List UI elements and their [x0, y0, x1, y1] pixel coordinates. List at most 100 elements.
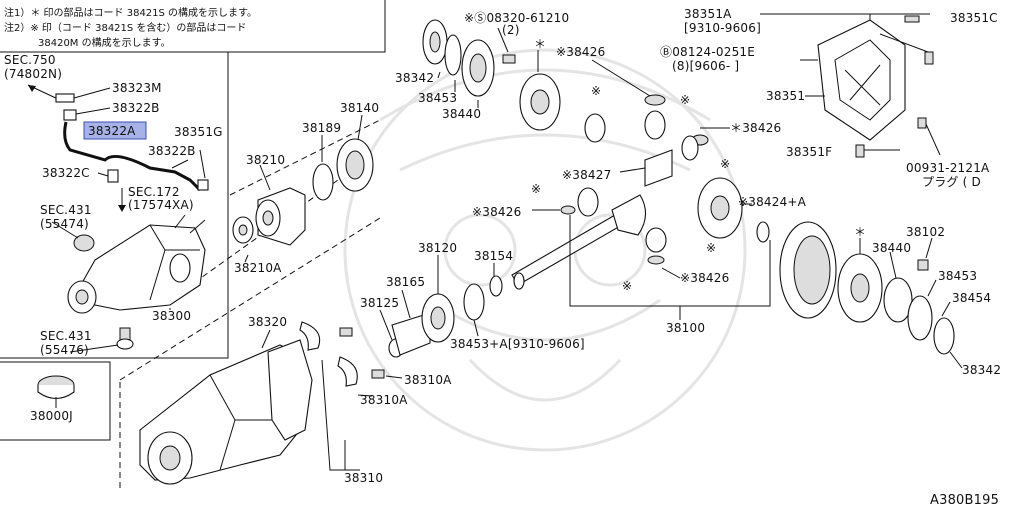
top-case-labels: 38342 38453 38440 ※Ⓢ08320-61210 (2) ＊ — [395, 11, 569, 121]
label-38440-right: 38440 — [872, 241, 911, 255]
label-38210A: 38210A — [234, 261, 282, 275]
label-38427: ※38427 — [562, 168, 611, 182]
thrust-washer-e — [647, 255, 665, 265]
label-sec750-ref: (74802N) — [4, 67, 62, 81]
thrust-washer-a — [644, 94, 666, 106]
label-38351F: 38351F — [786, 145, 832, 159]
label-sec750: SEC.750 — [4, 53, 56, 67]
label-38351A-date: [9310-9606] — [684, 21, 761, 35]
rear-cover-labels: 38351A [9310-9606] 38351C Ⓑ08124-0251E (… — [660, 7, 998, 189]
label-38351A: 38351A — [684, 7, 732, 21]
side-gear-a — [584, 113, 606, 143]
label-38322C: 38322C — [42, 166, 90, 180]
label-08320-qty: (2) — [502, 23, 520, 37]
label-38154: 38154 — [474, 249, 513, 263]
label-38322A[interactable]: 38322A — [88, 124, 136, 138]
mount-bushing — [73, 234, 95, 252]
side-gear-b — [577, 187, 599, 217]
bearing-cap-b — [337, 356, 358, 387]
cover-38000J — [37, 375, 75, 400]
bearing-cap-a — [299, 321, 321, 351]
breather-assembly — [27, 84, 209, 212]
plug-00931 — [917, 117, 927, 129]
bearing-38342-right — [933, 317, 955, 355]
label-38426-a: ※38426 — [556, 45, 605, 59]
label-38440-top: 38440 — [442, 107, 481, 121]
label-38189: 38189 — [302, 121, 341, 135]
label-38426-b: ＊38426 — [730, 121, 781, 135]
note-line-3: 38420M の構成を示します。 — [38, 36, 171, 49]
thrust-washer-c — [560, 205, 576, 215]
label-08320: ※Ⓢ08320-61210 — [464, 11, 569, 25]
left-panel-frame — [0, 52, 229, 441]
label-08124-qty: (8)[9606- ] — [672, 59, 739, 73]
label-38453-top: 38453 — [418, 91, 457, 105]
label-38351G: 38351G — [174, 125, 223, 139]
label-38323M: 38323M — [112, 81, 162, 95]
label-38426-c: ※38426 — [472, 205, 521, 219]
kome-mark-d: ※ — [531, 182, 541, 196]
top-case-group — [422, 19, 561, 131]
breather-cap — [55, 93, 75, 103]
shim-38453A — [463, 283, 485, 321]
label-00931-name: プラグ ( D — [922, 175, 981, 189]
label-38322B-top: 38322B — [112, 101, 160, 115]
label-38120: 38120 — [418, 241, 457, 255]
label-38165: 38165 — [386, 275, 425, 289]
label-38342-right: 38342 — [962, 363, 1001, 377]
label-38300: 38300 — [152, 309, 191, 323]
bolt-38351A — [924, 51, 934, 65]
figure-id: A380B195 — [930, 493, 999, 508]
label-38140: 38140 — [340, 101, 379, 115]
side-gear-group — [532, 59, 770, 279]
bearing-38440-right — [883, 277, 913, 323]
pinion-mate-gear-a — [644, 110, 666, 140]
carrier-housing-labels: 38320 38310A 38310A 38310 — [248, 315, 452, 485]
cap-bolt-a — [339, 327, 353, 337]
label-38351: 38351 — [766, 89, 805, 103]
thrust-washer-d — [756, 221, 770, 243]
plug-38351F — [855, 144, 865, 158]
label-38342-top: 38342 — [395, 71, 434, 85]
label-38453A: 38453+A[9310-9606] — [450, 337, 585, 351]
label-38310A-b: 38310A — [360, 393, 408, 407]
label-38320: 38320 — [248, 315, 287, 329]
rear-cover-group — [760, 13, 941, 158]
bolt-38102 — [917, 259, 929, 271]
note-line-1: 注1）＊ 印の部品はコード 38421S の構成を示します。 — [4, 6, 257, 19]
label-38351C: 38351C — [950, 11, 998, 25]
pinion-mate-gear-b — [681, 135, 699, 161]
kome-mark-f: ※ — [622, 279, 632, 293]
left-labels: SEC.750 (74802N) 38323M 38322B 38322A 38… — [4, 53, 223, 423]
pinion-spacer-group — [379, 255, 503, 358]
oil-seal-38189 — [312, 163, 334, 201]
label-sec431a-ref: (55474) — [40, 217, 89, 231]
breather-bracket — [197, 179, 209, 191]
highlight-38322A — [83, 121, 147, 140]
shim-38453-right — [907, 295, 933, 341]
pinion-group — [232, 114, 374, 263]
pinion-shaft-38427 — [644, 149, 673, 187]
differential-carrier-left — [67, 214, 206, 350]
label-38100: 38100 — [666, 321, 705, 335]
label-sec431a: SEC.431 — [40, 203, 92, 217]
label-38453-right: 38453 — [938, 269, 977, 283]
collar-38154 — [489, 275, 503, 297]
carrier-housing-38320 — [139, 321, 403, 485]
bolt-38351C — [904, 15, 920, 23]
shim-38453-top — [444, 34, 462, 76]
label-38454: 38454 — [952, 291, 991, 305]
star-mark-2: ＊ — [854, 225, 866, 239]
label-sec431b-ref: (55476) — [40, 343, 89, 357]
label-sec172: SEC.172 — [128, 185, 180, 199]
label-38322B: 38322B — [148, 144, 196, 158]
label-38426-d: ※38426 — [680, 271, 729, 285]
kome-mark-e: ※ — [706, 241, 716, 255]
bolt-08320 — [502, 54, 516, 64]
note-line-2: 注2）※ 印（コード 38421S を含む）の部品はコード — [4, 21, 246, 34]
ring-gear-group — [779, 221, 963, 369]
pinion-spacer-labels: 38120 38154 38165 38125 38453+A[9310-960… — [360, 241, 705, 351]
watermark-emblem — [343, 48, 747, 452]
label-38310A-a: 38310A — [404, 373, 452, 387]
